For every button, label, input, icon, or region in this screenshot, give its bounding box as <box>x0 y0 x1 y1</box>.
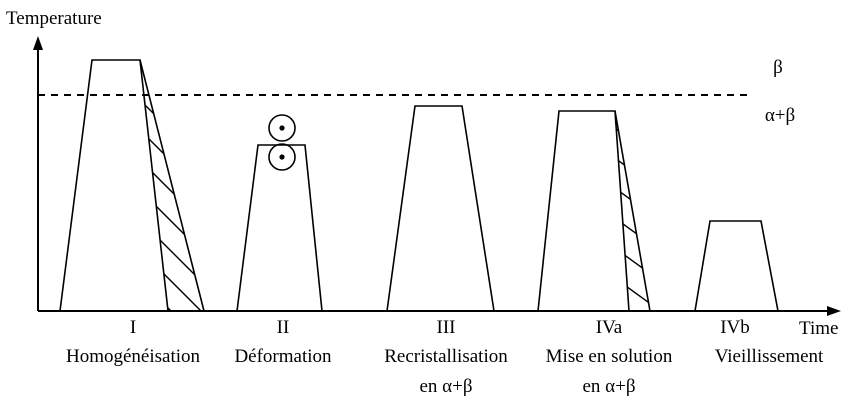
x-axis-label: Time <box>799 318 838 339</box>
step-ivb-numeral: IVb <box>720 317 750 338</box>
step-iva-name: Mise en solution <box>546 346 673 367</box>
step-iva-quench-line <box>614 110 651 312</box>
step-i-profile <box>59 59 169 312</box>
y-axis-label: Temperature <box>6 8 102 29</box>
step-iva-numeral: IVa <box>596 317 623 338</box>
phase-alpha-beta-label: α+β <box>765 105 795 126</box>
y-axis-arrowhead <box>33 36 43 50</box>
rolling-mill-rollers-icon <box>268 114 296 171</box>
step-ii-numeral: II <box>277 317 290 338</box>
step-iva-sub: en α+β <box>582 376 635 397</box>
step-i-hatching <box>140 69 204 311</box>
step-iii-profile <box>386 105 495 312</box>
step-ivb-profile <box>694 220 779 312</box>
step-i-numeral: I <box>130 317 136 338</box>
step-i-quench-line <box>139 59 205 312</box>
step-ivb-name: Vieillissement <box>715 346 824 367</box>
step-iii-name: Recristallisation <box>384 346 508 367</box>
step-iva-profile <box>537 110 630 312</box>
x-axis-arrowhead <box>827 306 841 316</box>
step-iii-sub: en α+β <box>419 376 472 397</box>
step-ii-name: Déformation <box>234 346 332 367</box>
step-ii-profile <box>236 144 323 312</box>
step-i-name: Homogénéisation <box>66 346 201 367</box>
phase-beta-label: β <box>773 57 783 78</box>
step-iii-numeral: III <box>437 317 456 338</box>
